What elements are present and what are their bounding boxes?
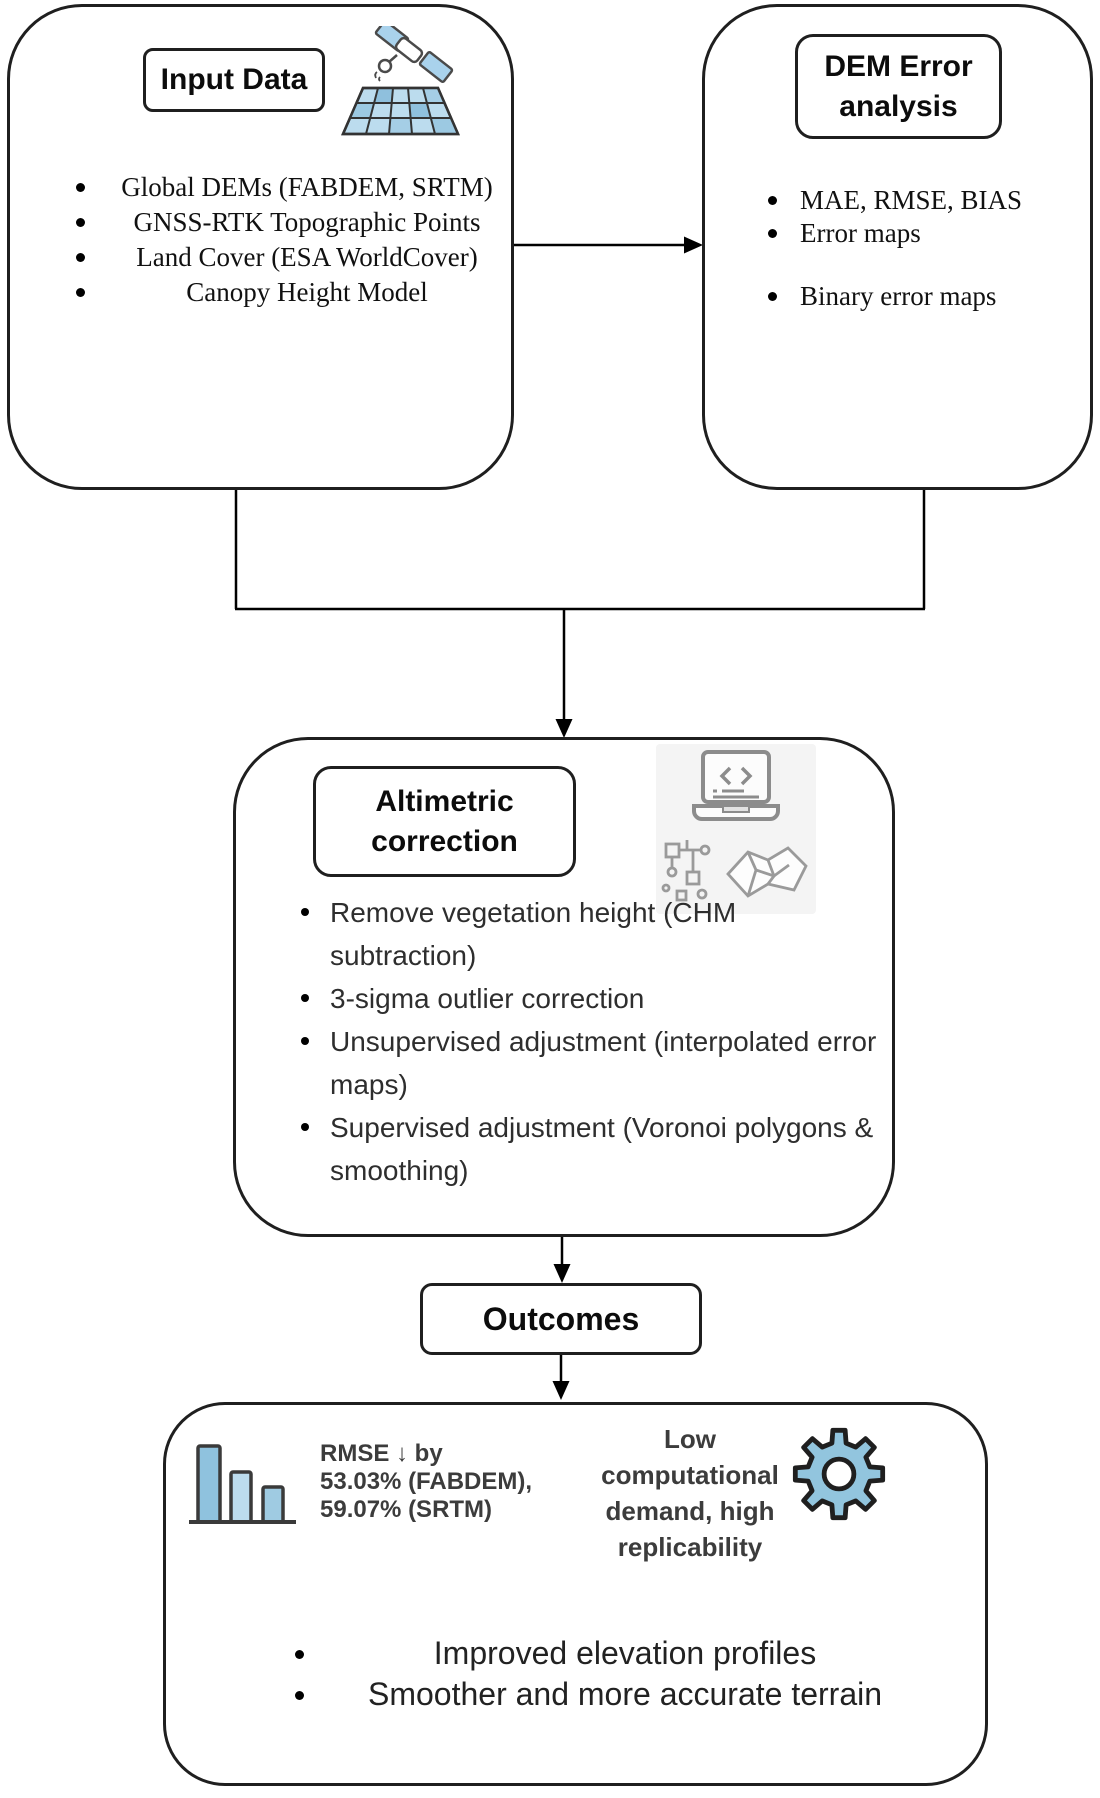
- satellite-over-field-icon: [333, 20, 468, 138]
- input-data-title-label: Input Data: [160, 63, 308, 96]
- list-item: MAE, RMSE, BIAS: [766, 184, 1066, 217]
- arrow-to-altimetric: [555, 609, 573, 738]
- dem-error-title: DEM Error analysis: [795, 34, 1002, 139]
- dem-error-title-label: DEM Error analysis: [824, 49, 973, 123]
- list-item: Error maps: [766, 217, 1066, 250]
- gear-icon: [791, 1426, 887, 1522]
- arrow-to-results: [552, 1355, 570, 1400]
- input-data-title: Input Data: [143, 48, 325, 112]
- list-item: 3-sigma outlier correction: [296, 977, 882, 1020]
- circuit-icon: [661, 840, 711, 902]
- list-item: GNSS-RTK Topographic Points: [70, 205, 508, 240]
- altimetric-title: Altimetric correction: [313, 766, 576, 877]
- list-item: Smoother and more accurate terrain: [285, 1674, 965, 1715]
- outcomes-title-label: Outcomes: [482, 1300, 640, 1337]
- laptop-code-icon: [656, 744, 816, 914]
- list-item: Improved elevation profiles: [285, 1633, 965, 1674]
- junction-connector: [234, 489, 926, 611]
- arrow-input-to-dem: [514, 236, 703, 254]
- dem-error-list: MAE, RMSE, BIAS Error maps Binary error …: [766, 184, 1066, 313]
- efficiency-note: Low computational demand, high replicabi…: [601, 1424, 779, 1562]
- terrain-map-icon: [726, 846, 808, 898]
- list-item: Unsupervised adjustment (interpolated er…: [296, 1020, 882, 1106]
- input-data-list: Global DEMs (FABDEM, SRTM) GNSS-RTK Topo…: [70, 170, 508, 310]
- list-item: Supervised adjustment (Voronoi polygons …: [296, 1106, 882, 1192]
- dem-error-node: [702, 4, 1093, 490]
- rmse-improvement-stat: RMSE ↓ by 53.03% (FABDEM), 59.07% (SRTM): [320, 1440, 533, 1523]
- altimetric-list: Remove vegetation height (CHM subtractio…: [296, 891, 882, 1192]
- list-item: Binary error maps: [766, 280, 1066, 313]
- results-list: Improved elevation profiles Smoother and…: [285, 1633, 965, 1715]
- altimetric-title-label: Altimetric correction: [371, 784, 518, 858]
- outcomes-node: Outcomes: [420, 1283, 702, 1355]
- list-item: Global DEMs (FABDEM, SRTM): [70, 170, 508, 205]
- list-item: Land Cover (ESA WorldCover): [70, 240, 508, 275]
- list-item: Remove vegetation height (CHM subtractio…: [296, 891, 882, 977]
- arrow-to-outcomes: [553, 1237, 571, 1283]
- bar-chart-icon: [186, 1438, 300, 1530]
- list-item: Canopy Height Model: [70, 275, 508, 310]
